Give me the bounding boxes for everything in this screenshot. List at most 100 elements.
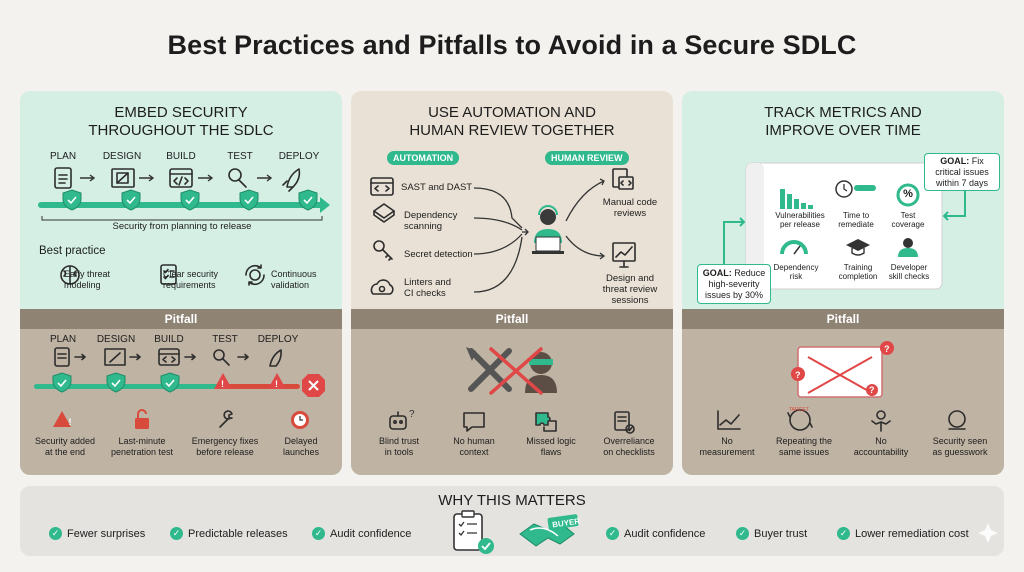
reviewer-with-headset-icon	[532, 205, 564, 254]
shield-icon	[62, 189, 318, 211]
graduation-cap-icon	[846, 239, 870, 256]
pitfall-flow-graphic: !! !	[34, 347, 325, 429]
goal-callout: GOAL: Reduce high-severity issues by 30%	[697, 264, 771, 304]
flat-line-chart-icon	[717, 410, 741, 430]
panel-title: EMBED SECURITY THROUGHOUT THE SDLC	[88, 104, 274, 139]
benefit-item: ✓Lower remediation cost	[837, 527, 969, 540]
magnifier-icon	[213, 349, 230, 366]
shield-icon	[52, 372, 180, 393]
checklist-icon	[160, 264, 177, 285]
human-review-badge: HUMAN REVIEW	[545, 151, 629, 165]
automation-flow-graphic	[370, 168, 636, 295]
blueprint-icon	[111, 168, 135, 188]
risk-gauge-icon	[780, 240, 808, 255]
stage-design: DESIGN	[102, 151, 142, 162]
automation-badge: AUTOMATION	[387, 151, 460, 165]
refresh-gear-icon	[245, 264, 265, 286]
circular-arrows-target-icon	[787, 409, 813, 431]
code-window-icon	[370, 177, 394, 196]
code-window-icon	[158, 348, 180, 366]
stage-design: DESIGN	[96, 334, 136, 345]
stage-plan: PLAN	[49, 334, 77, 345]
flow-arrows	[80, 174, 273, 182]
panel-title: USE AUTOMATION AND HUMAN REVIEW TOGETHER	[409, 104, 615, 139]
flow-arrows	[473, 178, 606, 293]
blindfolded-person-icon	[525, 352, 557, 393]
warning-icon	[214, 373, 286, 389]
stage-deploy: DEPLOY	[257, 334, 299, 345]
speech-bubble-icon	[463, 412, 485, 432]
panel-embed-security: EMBED SECURITY THROUGHOUT THE SDLC PLAN …	[20, 91, 342, 475]
check-icon: ✓	[49, 527, 62, 540]
metrics-dashboard-graphic	[723, 162, 966, 290]
why-this-matters-banner: WHY THIS MATTERS ✓Fewer surprises ✓Predi…	[20, 486, 1004, 556]
automation-item: SAST and DAST	[401, 182, 473, 193]
pitfall-graphic: ??? TARGET	[717, 341, 966, 432]
buyer-tag-icon	[547, 514, 579, 530]
svg-text:?: ?	[869, 385, 875, 395]
target-tag: TARGET	[789, 407, 809, 413]
stage-build: BUILD	[154, 334, 184, 345]
svg-text:?: ?	[409, 409, 415, 420]
sdlc-flow-graphic	[38, 167, 330, 286]
why-title: WHY THIS MATTERS	[438, 492, 586, 509]
benefit-item: ✓Audit confidence	[312, 527, 411, 540]
growth-chart-icon	[612, 242, 636, 268]
svg-text:?: ?	[795, 370, 801, 380]
puzzle-icon	[535, 412, 557, 432]
question-mark-icon	[791, 341, 894, 396]
pitfall-section: PLAN DESIGN BUILD TEST DEPLOY !!	[20, 329, 342, 475]
panel-track-metrics: TRACK METRICS AND IMPROVE OVER TIME GOAL…	[682, 91, 1004, 475]
buyer-tag-label: BUYER	[552, 517, 581, 530]
pitfall-graphic: ?	[389, 347, 635, 434]
goal-callout: GOAL: Fix critical issues within 7 days	[924, 153, 1000, 191]
pitfall-header: Pitfall	[351, 309, 673, 329]
best-practice-section: TRACK METRICS AND IMPROVE OVER TIME GOAL…	[682, 91, 1004, 309]
svg-text:?: ?	[884, 344, 890, 354]
stage-plan: PLAN	[49, 151, 77, 162]
document-icon	[54, 347, 70, 367]
svg-text:!: !	[275, 379, 278, 389]
cloud-gear-icon	[370, 279, 394, 295]
goal-connectors	[723, 191, 966, 266]
wrench-icon	[219, 410, 233, 428]
benefit-item: ✓Fewer surprises	[49, 527, 145, 540]
check-icon: ✓	[312, 527, 325, 540]
pitfall-header: Pitfall	[20, 309, 342, 329]
clock-icon	[291, 411, 309, 429]
timeline-caption: Security from planning to release	[42, 221, 322, 232]
open-lock-icon	[135, 409, 149, 429]
code-window-icon	[169, 168, 193, 188]
best-practice-section: USE AUTOMATION AND HUMAN REVIEW TOGETHER…	[351, 91, 673, 309]
stage-test: TEST	[212, 334, 238, 345]
panel-automation-review: USE AUTOMATION AND HUMAN REVIEW TOGETHER…	[351, 91, 673, 475]
key-icon	[373, 240, 393, 261]
brain-icon	[60, 265, 80, 285]
coverage-gauge-icon	[896, 183, 920, 207]
svg-text:!: !	[221, 379, 224, 389]
check-icon: ✓	[736, 527, 749, 540]
panel-title: TRACK METRICS AND IMPROVE OVER TIME	[764, 104, 922, 139]
best-practice-section: EMBED SECURITY THROUGHOUT THE SDLC PLAN …	[20, 91, 342, 309]
